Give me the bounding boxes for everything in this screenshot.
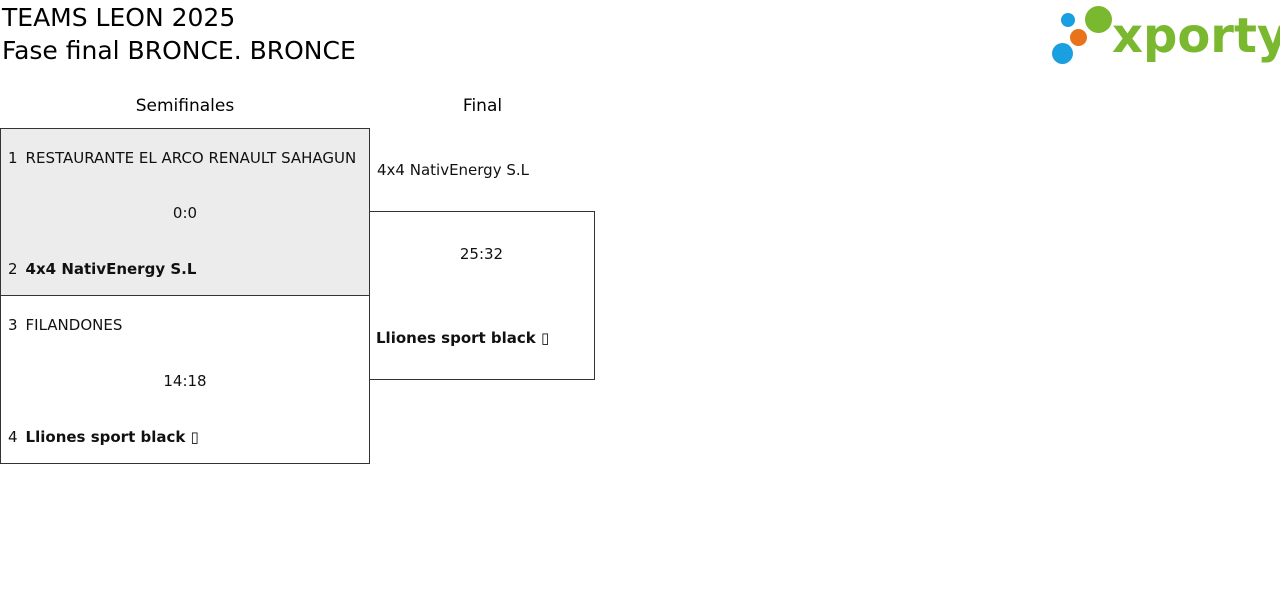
semifinal-1-score: 0:0 — [172, 204, 198, 222]
final-team-2: Lliones sport black ▯ — [376, 329, 550, 347]
semifinal-2-team-2: 4 Lliones sport black ▯ — [1, 427, 199, 447]
logo-dot-blue-large-icon — [1052, 43, 1073, 64]
xporty-logo[interactable]: xporty — [1050, 4, 1280, 68]
final-score: 25:32 — [459, 245, 504, 263]
semifinal-1-team-2: 2 4x4 NativEnergy S.L — [1, 259, 196, 279]
team-name: RESTAURANTE EL ARCO RENAULT SAHAGUN — [25, 149, 357, 167]
team-seed: 2 — [8, 260, 18, 278]
phase-title: Fase final BRONCE. BRONCE — [2, 36, 356, 65]
final-team-1: 4x4 NativEnergy S.L — [377, 161, 529, 179]
semifinal-2-score: 14:18 — [163, 372, 207, 390]
semifinal-match-1[interactable]: 1 RESTAURANTE EL ARCO RENAULT SAHAGUN 0:0… — [0, 128, 370, 296]
team-seed: 3 — [8, 316, 18, 334]
semifinal-1-team-1: 1 RESTAURANTE EL ARCO RENAULT SAHAGUN — [1, 148, 356, 168]
team-name: 4x4 NativEnergy S.L — [25, 260, 197, 278]
final-title: Final — [462, 96, 503, 116]
team-name: FILANDONES — [25, 316, 123, 334]
final-match[interactable]: 25:32 Lliones sport black ▯ — [369, 211, 595, 380]
semifinal-2-team-1: 3 FILANDONES — [1, 315, 122, 335]
semifinals-title: Semifinales — [135, 96, 235, 116]
team-seed: 4 — [8, 428, 18, 446]
logo-dot-green-icon — [1085, 6, 1112, 33]
tournament-title: TEAMS LEON 2025 — [2, 3, 236, 32]
logo-dot-blue-small-icon — [1061, 13, 1075, 27]
logo-dot-orange-icon — [1070, 29, 1087, 46]
logo-wordmark: xporty — [1112, 8, 1280, 64]
team-name: Lliones sport black ▯ — [25, 428, 199, 446]
team-seed: 1 — [8, 149, 18, 167]
semifinal-match-2[interactable]: 3 FILANDONES 14:18 4 Lliones sport black ▯ — [0, 295, 370, 464]
